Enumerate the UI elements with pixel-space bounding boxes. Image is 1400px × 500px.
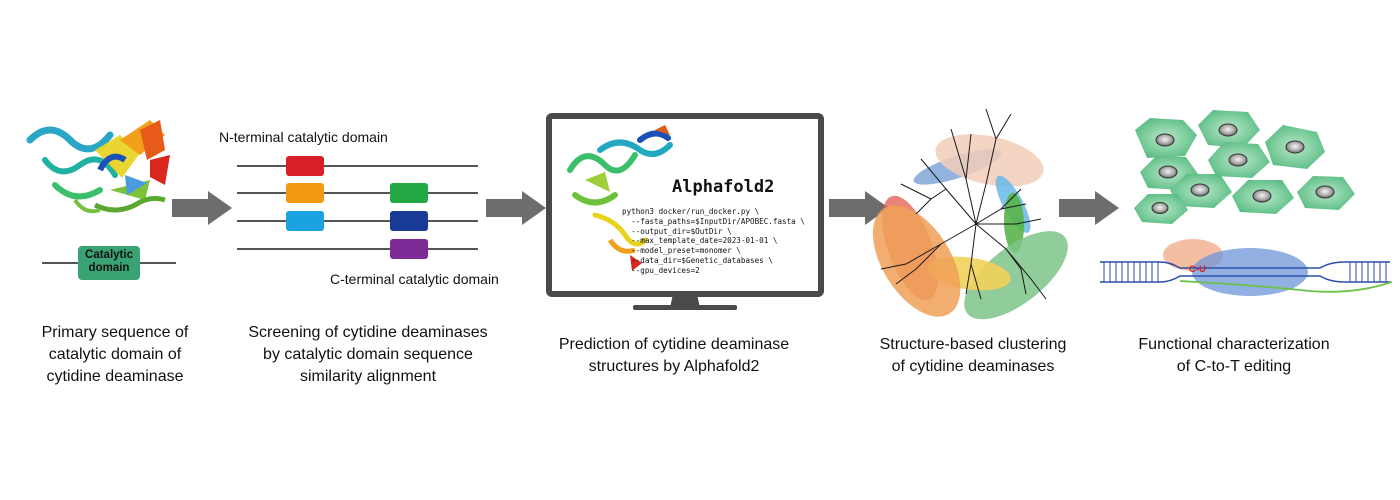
dna-editing-icon: [1100, 239, 1393, 296]
arrow-icon: [829, 191, 889, 225]
domain-block-purple: [390, 239, 428, 259]
predicted-structure-icon: [567, 125, 673, 271]
arrow-icon: [172, 191, 232, 225]
step-1-caption: Primary sequence of catalytic domain of …: [41, 324, 189, 385]
catalytic-domain-label: Catalytic domain: [85, 249, 133, 274]
domain-block-blue: [286, 211, 324, 231]
catalytic-domain-box: [78, 246, 140, 280]
arrow-icon: [1059, 191, 1119, 225]
domain-block-green: [390, 183, 428, 203]
step-2-caption: Screening of cytidine deaminases by cata…: [248, 324, 488, 385]
alignment-schematic: [237, 156, 478, 259]
step-5-caption: Functional characterization of C-to-T ed…: [1138, 336, 1330, 375]
domain-block-red: [286, 156, 324, 176]
domain-block-navy: [390, 211, 428, 231]
alphafold2-title: Alphafold2: [672, 177, 775, 197]
n-terminal-label: N-terminal catalytic domain: [219, 129, 388, 145]
arrow-icon: [486, 191, 546, 225]
step-3-caption: Prediction of cytidine deaminase structu…: [558, 336, 790, 375]
c-u-label: C-U: [1189, 264, 1206, 275]
cluster-tree-icon: [872, 108, 1068, 320]
protein-structure-icon: [26, 120, 170, 214]
step-4-caption: Structure-based clustering of cytidine d…: [879, 336, 1067, 375]
cells-icon: [1134, 110, 1355, 224]
command-text: python3 docker/run_docker.py \ --fasta_p…: [622, 207, 805, 275]
c-terminal-label: C-terminal catalytic domain: [330, 271, 499, 287]
domain-block-orange: [286, 183, 324, 203]
